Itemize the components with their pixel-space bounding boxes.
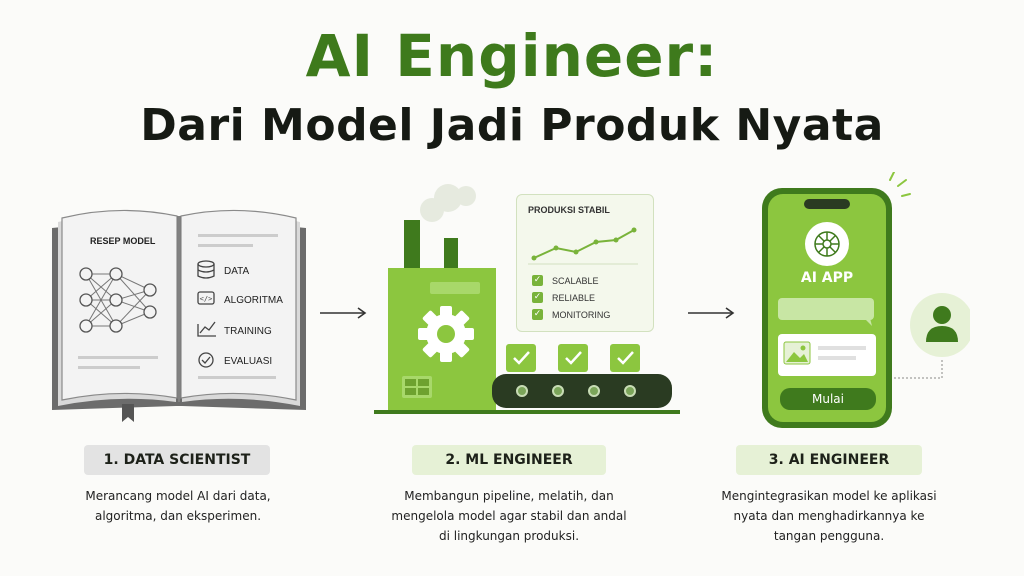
gear-icon xyxy=(418,306,474,362)
check-icon: ✓ xyxy=(532,292,543,303)
book-title: RESEP MODEL xyxy=(90,236,156,246)
card-item-scalable: SCALABLE xyxy=(552,276,599,286)
check-circle-icon xyxy=(198,352,214,368)
book-item-training: TRAINING xyxy=(224,326,272,337)
arrow-right-icon xyxy=(320,307,367,319)
step-description-1: Merancang model AI dari data, algoritma,… xyxy=(85,489,271,523)
database-icon xyxy=(197,260,215,279)
line-chart-icon xyxy=(528,227,638,265)
factory-illustration xyxy=(374,184,680,414)
step-label-ai-engineer: 3. AI ENGINEER xyxy=(736,445,922,475)
book-item-evaluasi: EVALUASI xyxy=(224,356,273,367)
book-item-data: DATA xyxy=(224,266,250,277)
arrow-right-icon xyxy=(688,307,735,319)
check-icon: ✓ xyxy=(532,275,543,286)
card-item-reliable: RELIABLE xyxy=(552,293,596,303)
svg-text:</>: </> xyxy=(200,295,213,303)
page-subtitle: Dari Model Jadi Produk Nyata xyxy=(140,100,884,151)
app-name: AI APP xyxy=(800,270,854,286)
phone-illustration xyxy=(762,172,970,428)
check-icon: ✓ xyxy=(532,309,543,320)
step-description-3: Mengintegrasikan model ke aplikasi nyata… xyxy=(721,489,937,543)
network-icon xyxy=(814,231,840,257)
page-title: AI Engineer: xyxy=(305,22,719,90)
production-card-title: PRODUKSI STABIL xyxy=(528,205,610,215)
step-label-data-scientist: 1. DATA SCIENTIST xyxy=(84,445,270,475)
book-item-algoritma: ALGORITMA xyxy=(224,295,283,306)
user-icon xyxy=(926,306,958,342)
code-icon: </> xyxy=(197,291,215,305)
step-description-2: Membangun pipeline, melatih, dan mengelo… xyxy=(391,489,627,543)
mulai-button[interactable]: Mulai xyxy=(780,388,876,410)
step-label-ml-engineer: 2. ML ENGINEER xyxy=(412,445,606,475)
card-item-monitoring: MONITORING xyxy=(552,310,611,320)
recipe-book-illustration: </> xyxy=(52,209,306,422)
trend-icon xyxy=(197,321,216,337)
